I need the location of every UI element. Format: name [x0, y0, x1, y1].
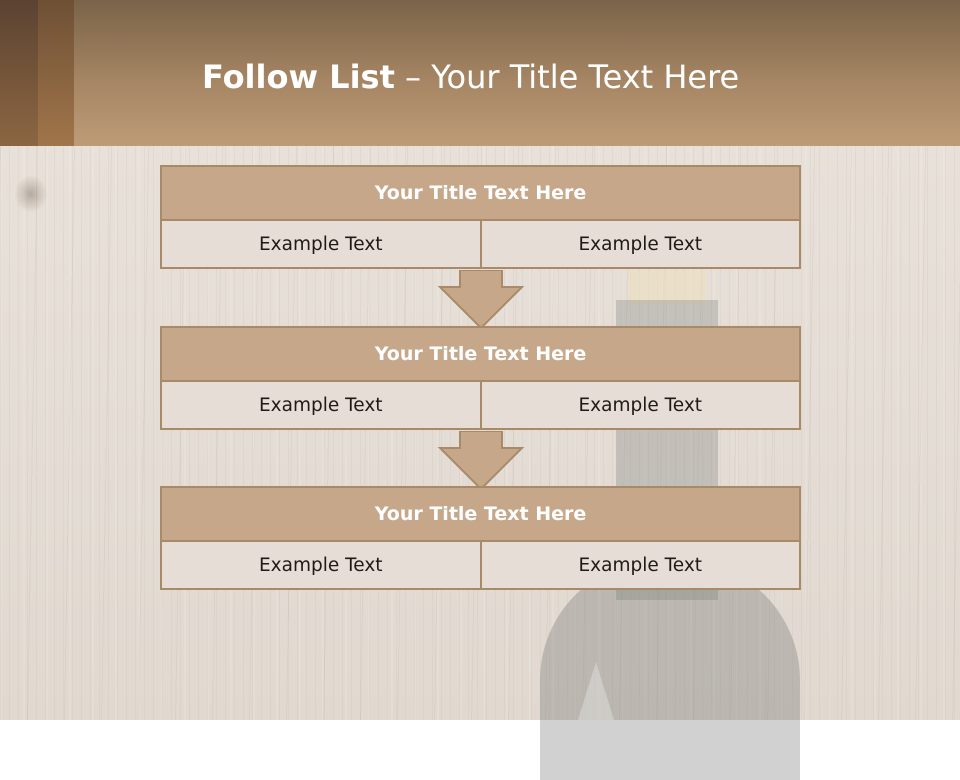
step-block-1: Your Title Text Here Example Text Exampl…	[160, 165, 801, 269]
down-arrow-icon	[437, 270, 525, 330]
bottle-cork	[628, 270, 706, 304]
step-row: Example Text Example Text	[160, 219, 801, 269]
header-accent-dark	[0, 0, 38, 146]
down-arrow-icon	[437, 431, 525, 491]
bottle-shine	[578, 662, 614, 720]
slide-title-bold: Follow List	[202, 58, 395, 96]
step-row: Example Text Example Text	[160, 540, 801, 590]
step-cell-left: Example Text	[160, 219, 482, 269]
header-accent-mid	[38, 0, 74, 146]
wood-knot	[14, 175, 48, 213]
slide-title-rest: – Your Title Text Here	[394, 58, 740, 96]
header-band: Follow List – Your Title Text Here	[0, 0, 960, 146]
step-row: Example Text Example Text	[160, 380, 801, 430]
step-title: Your Title Text Here	[160, 326, 801, 382]
step-block-2: Your Title Text Here Example Text Exampl…	[160, 326, 801, 430]
slide-title: Follow List – Your Title Text Here	[202, 54, 739, 100]
step-cell-right: Example Text	[479, 380, 801, 430]
step-cell-right: Example Text	[479, 219, 801, 269]
step-cell-left: Example Text	[160, 380, 482, 430]
step-title: Your Title Text Here	[160, 486, 801, 542]
step-cell-right: Example Text	[479, 540, 801, 590]
step-block-3: Your Title Text Here Example Text Exampl…	[160, 486, 801, 590]
step-cell-left: Example Text	[160, 540, 482, 590]
step-title: Your Title Text Here	[160, 165, 801, 221]
